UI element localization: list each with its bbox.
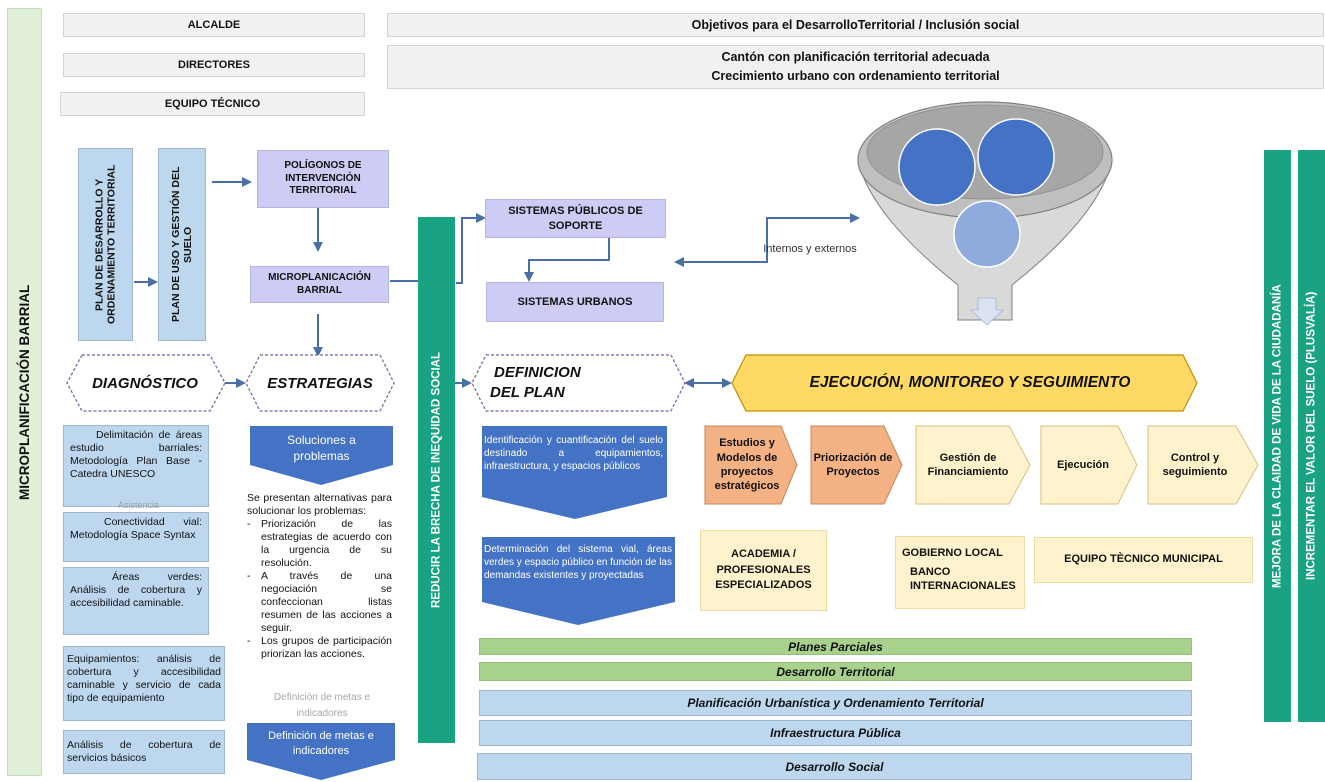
directores-box: DIRECTORES <box>63 53 365 77</box>
phase-definicion: DEFINICION DEL PLAN <box>490 356 600 410</box>
diagnostico-item-2: Conectividad vial: Metodología Space Syn… <box>63 512 209 562</box>
funnel-graphic <box>857 101 1113 326</box>
phase-ejecucion: EJECUCIÓN, MONITOREO Y SEGUIMIENTO <box>809 374 1131 391</box>
sistemas-publicos-box: SISTEMAS PÚBLICOS DE SOPORTE <box>485 199 666 238</box>
definicion-box-2-text: Determinación del sistema vial, áreas ve… <box>484 544 672 581</box>
estrategias-bullet-2: -A través de una negociación se confecci… <box>247 570 392 635</box>
bar-infraestructura-publica: Infraestructura Pública <box>479 720 1192 746</box>
definicion-box-1-text: Identificación y cuantificación del suel… <box>484 435 663 472</box>
soluciones-label: Soluciones a problemas <box>287 432 356 463</box>
step-shape-3 <box>915 425 1031 505</box>
chevron-soluciones <box>250 426 393 485</box>
hex-definicion <box>471 354 686 412</box>
poligonos-box: POLÍGONOS DE INTERVENCIÓN TERRITORIAL <box>257 150 389 208</box>
microplanicacion-box: MICROPLANICACIÓN BARRIAL <box>250 266 389 303</box>
chevron-def2 <box>482 537 675 625</box>
right-band-mejora: MEJORA DE LA CLAIDAD DE VIDA DE LA CIUDA… <box>1264 150 1291 722</box>
actor-gobierno: GOBIERNO LOCAL <box>902 547 1003 559</box>
step-shape-1 <box>704 425 798 505</box>
bar-desarrollo-territorial: Desarrollo Territorial <box>479 662 1192 681</box>
right-band-incrementar: INCREMENTAR EL VALOR DEL SUELO (PLUSVALÍ… <box>1298 150 1325 722</box>
hex-ejecucion <box>731 354 1198 412</box>
left-band-microplanificacion: MICROPLANIFICACIÓN BARRIAL <box>7 8 42 776</box>
phase-definicion-line-1: DEFINICION <box>494 363 581 381</box>
phase-definicion-line-2: DEL PLAN <box>490 384 565 401</box>
diagnostico-item-3: Áreas verdes: Análisis de cobertura y ac… <box>63 567 209 635</box>
alcalde-box: ALCALDE <box>63 13 365 37</box>
estrategias-text: Se presentan alternativas para soluciona… <box>247 492 392 661</box>
actor-banco: BANCO INTERNACIONALES <box>910 565 1016 593</box>
ghost-asistencia: Asistencia <box>118 500 160 510</box>
arrow-internos <box>674 213 860 267</box>
bar-planificacion-urbanistica: Planificación Urbanística y Ordenamiento… <box>479 690 1192 716</box>
chevron-def1 <box>482 426 667 519</box>
objetivos-box: Objetivos para el DesarrolloTerritorial … <box>387 13 1324 37</box>
bar-planes-parciales: Planes Parciales <box>479 638 1192 655</box>
actor-academia: ACADEMIA / PROFESIONALES ESPECIALIZADOS <box>700 530 827 611</box>
sistemas-urbanos-box: SISTEMAS URBANOS <box>486 282 664 322</box>
internos-externos-label: Internos y externos <box>763 242 857 255</box>
phase-diagnostico: DIAGNÓSTICO <box>92 374 198 392</box>
diagnostico-item-4: Equipamientos: análisis de cobertura y a… <box>63 646 225 721</box>
estrategias-bullet-3: -Los grupos de participación priorizan l… <box>247 635 392 661</box>
actor-equipo-municipal: EQUIPO TÈCNICO MUNICIPAL <box>1034 537 1253 583</box>
step-gestion: Gestión de Financiamiento <box>927 451 1009 478</box>
canton-box: Cantón con planificación territorial ade… <box>387 45 1324 89</box>
estrategias-intro: Se presentan alternativas para soluciona… <box>247 492 392 518</box>
bar-desarrollo-social: Desarrollo Social <box>477 753 1192 780</box>
arrow-soporte-urbanos <box>524 238 610 282</box>
brecha-band: REDUCIR LA BRECHA DE INEQUIDAD SOCIAL <box>418 217 455 743</box>
canton-line-1: Cantón con planificación territorial ade… <box>721 50 990 65</box>
equipo-tecnico-box: EQUIPO TÉCNICO <box>60 92 365 116</box>
canton-line-2: Crecimiento urbano con ordenamiento terr… <box>711 69 1000 83</box>
estrategias-bullet-1-text: Priorización de las estrategias de acuer… <box>261 518 392 570</box>
actor-gobierno-banco: GOBIERNO LOCAL BANCO INTERNACIONALES <box>895 536 1025 609</box>
estrategias-bullet-1: -Priorización de las estrategias de acue… <box>247 518 392 570</box>
pugs-box: PLAN DE USO Y GESTIÓN DEL SUELO <box>158 148 206 341</box>
step-shape-4 <box>1040 425 1138 505</box>
hex-estrategias <box>245 354 395 412</box>
diagnostico-item-5: Análisis de cobertura de servicios básic… <box>63 730 225 774</box>
hex-diagnostico <box>66 354 226 412</box>
step-estudios: Estudios y Modelos de proyectos estratég… <box>714 437 780 493</box>
step-shape-2 <box>810 425 903 505</box>
step-ejecucion: Ejecución <box>1057 459 1109 471</box>
estrategias-bullet-2-text: A través de una negociación se confeccio… <box>261 570 392 635</box>
arrow-brecha-sistemas <box>456 213 486 284</box>
ghost-definicion-metas: Definición de metas e indicadores <box>273 692 371 719</box>
step-shape-5 <box>1147 425 1259 505</box>
estrategias-bullet-3-text: Los grupos de participación priorizan la… <box>261 635 392 661</box>
pdot-box: PLAN DE DESARROLLO Y ORDENAMIENTO TERRIT… <box>78 148 133 341</box>
diagnostico-item-1: Delimitación de áreas estudio barriales:… <box>63 425 209 507</box>
phase-estrategias: ESTRATEGIAS <box>267 374 373 392</box>
metas-label: Definición de metas e indicadores <box>268 730 374 757</box>
step-control: Control y seguimiento <box>1162 451 1228 478</box>
step-priorizacion: Priorización de Proyectos <box>813 451 893 478</box>
chevron-metas <box>247 723 395 780</box>
